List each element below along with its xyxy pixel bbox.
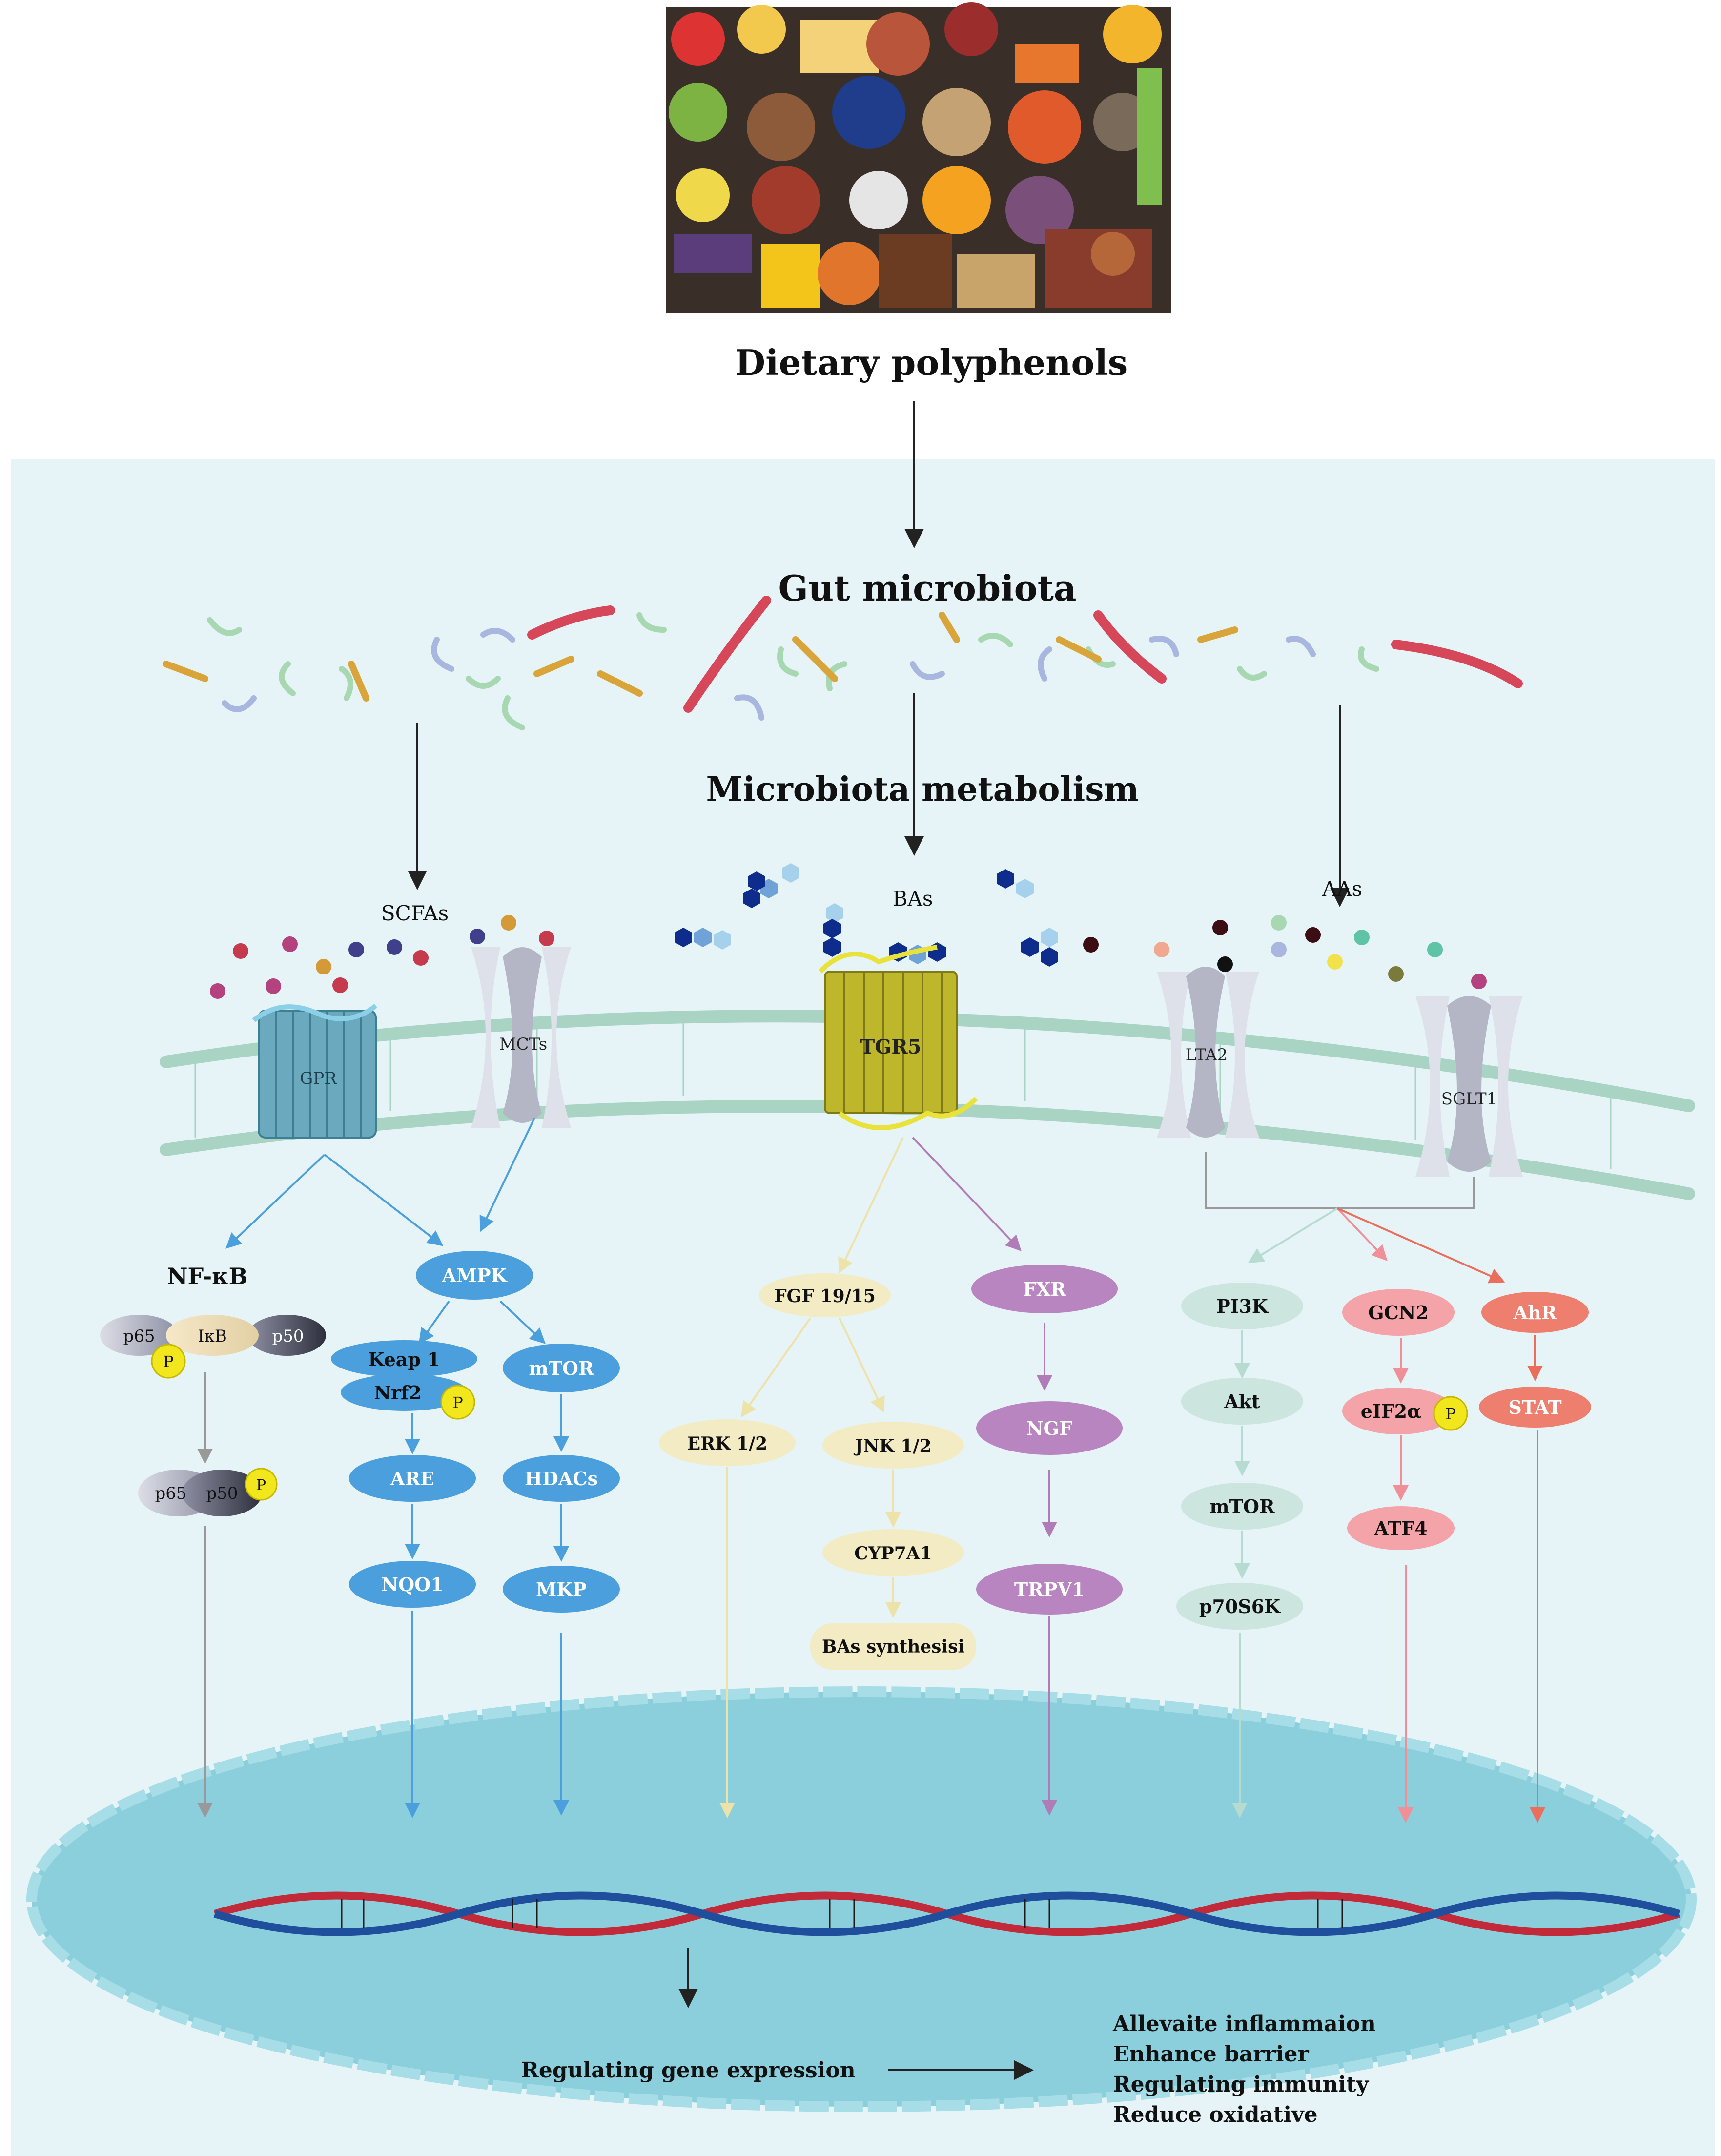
pi3k-pathway: PI3K Akt mTOR p70S6K [1176, 1283, 1303, 1818]
gcn2-pathway: GCN2 eIF2α P ATF4 [1342, 1289, 1468, 1823]
scfas-label: SCFAs [381, 901, 449, 925]
ikb-label: IκB [198, 1327, 227, 1346]
metabolism-title: Microbiota metabolism [706, 770, 1139, 809]
food-photo [666, 2, 1171, 313]
transporter-junction [1205, 1152, 1475, 1209]
ngf-node: NGF [1026, 1417, 1072, 1439]
ahr-pathway: AhR STAT [1479, 1292, 1591, 1823]
erk-node: ERK 1/2 [687, 1433, 767, 1454]
bacteria-cluster [163, 596, 1523, 730]
aas-label: AAs [1322, 877, 1362, 901]
tgr5-label: TGR5 [860, 1036, 922, 1058]
phospho-badge [440, 1385, 475, 1420]
scfa-molecules [210, 915, 554, 999]
outcome-item: Reduce oxidative [1113, 2102, 1318, 2127]
gpr-label: GPR [300, 1069, 337, 1088]
mtor-node: mTOR [1209, 1495, 1275, 1517]
p65-label: p65 [155, 1484, 186, 1503]
gene-expression-label: Regulating gene expression [521, 2058, 855, 2083]
mcts-label: MCTs [499, 1035, 547, 1054]
mtor-node: mTOR [529, 1357, 594, 1379]
svg-text:P: P [163, 1352, 174, 1371]
fxr-pathway: FXR NGF TRPV1 [912, 1137, 1123, 1816]
dietary-title: Dietary polyphenols [735, 342, 1128, 383]
keap1-node: Keap 1 [368, 1348, 440, 1370]
eif2a-node: eIF2α [1361, 1400, 1422, 1422]
outcome-item: Enhance barrier [1113, 2042, 1309, 2067]
gpr-receptor[interactable]: GPR [252, 1004, 378, 1139]
jnk-node: JNK 1/2 [853, 1436, 931, 1456]
nrf2-node: Nrf2 [374, 1382, 422, 1404]
outcome-item: Regulating immunity [1113, 2072, 1370, 2097]
phospho-badge [245, 1468, 278, 1501]
tgr5-receptor[interactable]: TGR5 [818, 945, 978, 1130]
atf4-node: ATF4 [1373, 1517, 1427, 1539]
mkp-node: MKP [536, 1578, 587, 1600]
fgf-pathway: FGF 19/15 ERK 1/2 JNK 1/2 CYP7A1 BAs syn… [659, 1137, 976, 1818]
p70s6k-node: p70S6K [1199, 1596, 1281, 1617]
gcn2-node: GCN2 [1368, 1302, 1429, 1324]
are-node: ARE [390, 1468, 434, 1490]
phospho-badge [1433, 1396, 1468, 1431]
ahr-node: AhR [1513, 1302, 1557, 1324]
p50-label: p50 [272, 1327, 304, 1346]
pi3k-node: PI3K [1216, 1295, 1269, 1317]
hdacs-node: HDACs [525, 1468, 598, 1490]
lta2-label: LTA2 [1186, 1045, 1228, 1065]
svg-text:P: P [452, 1393, 463, 1412]
p50-label: p50 [206, 1484, 238, 1503]
trpv1-node: TRPV1 [1014, 1578, 1085, 1600]
bas-synthesis-node: BAs synthesisi [822, 1637, 964, 1657]
ampk-pathway: AMPK Keap 1 Nrf2 P ARE NQO1 mTOR HDACs M… [324, 1118, 620, 1818]
sglt1-label: SGLT1 [1441, 1089, 1497, 1109]
phospho-badge [151, 1344, 186, 1379]
akt-node: Akt [1224, 1390, 1260, 1412]
microbiota-title: Gut microbiota [778, 567, 1076, 609]
amino-acid-molecules [1154, 915, 1487, 989]
nqo1-node: NQO1 [381, 1574, 443, 1596]
lta2-transporter[interactable]: LTA2 [1157, 967, 1259, 1138]
nfkb-title: NF-κB [167, 1263, 247, 1289]
fxr-node: FXR [1023, 1278, 1066, 1300]
mcts-transporter[interactable]: MCTs [471, 947, 571, 1128]
nucleus: Regulating gene expression Allevaite inf… [26, 1686, 1697, 2127]
svg-text:P: P [1445, 1405, 1456, 1423]
cyp7a1-node: CYP7A1 [854, 1543, 932, 1564]
bas-label: BAs [893, 887, 933, 911]
nfkb-pathway: NF-κB p65 IκB p50 P p65 p50 P [100, 1154, 326, 1818]
svg-text:P: P [256, 1477, 266, 1494]
outcome-item: Allevaite inflammaion [1112, 2011, 1376, 2036]
stat-node: STAT [1508, 1396, 1561, 1418]
fgf-node: FGF 19/15 [774, 1286, 876, 1306]
p65-label: p65 [123, 1327, 155, 1346]
sglt1-transporter[interactable]: SGLT1 [1415, 996, 1523, 1177]
ampk-node: AMPK [441, 1265, 508, 1286]
